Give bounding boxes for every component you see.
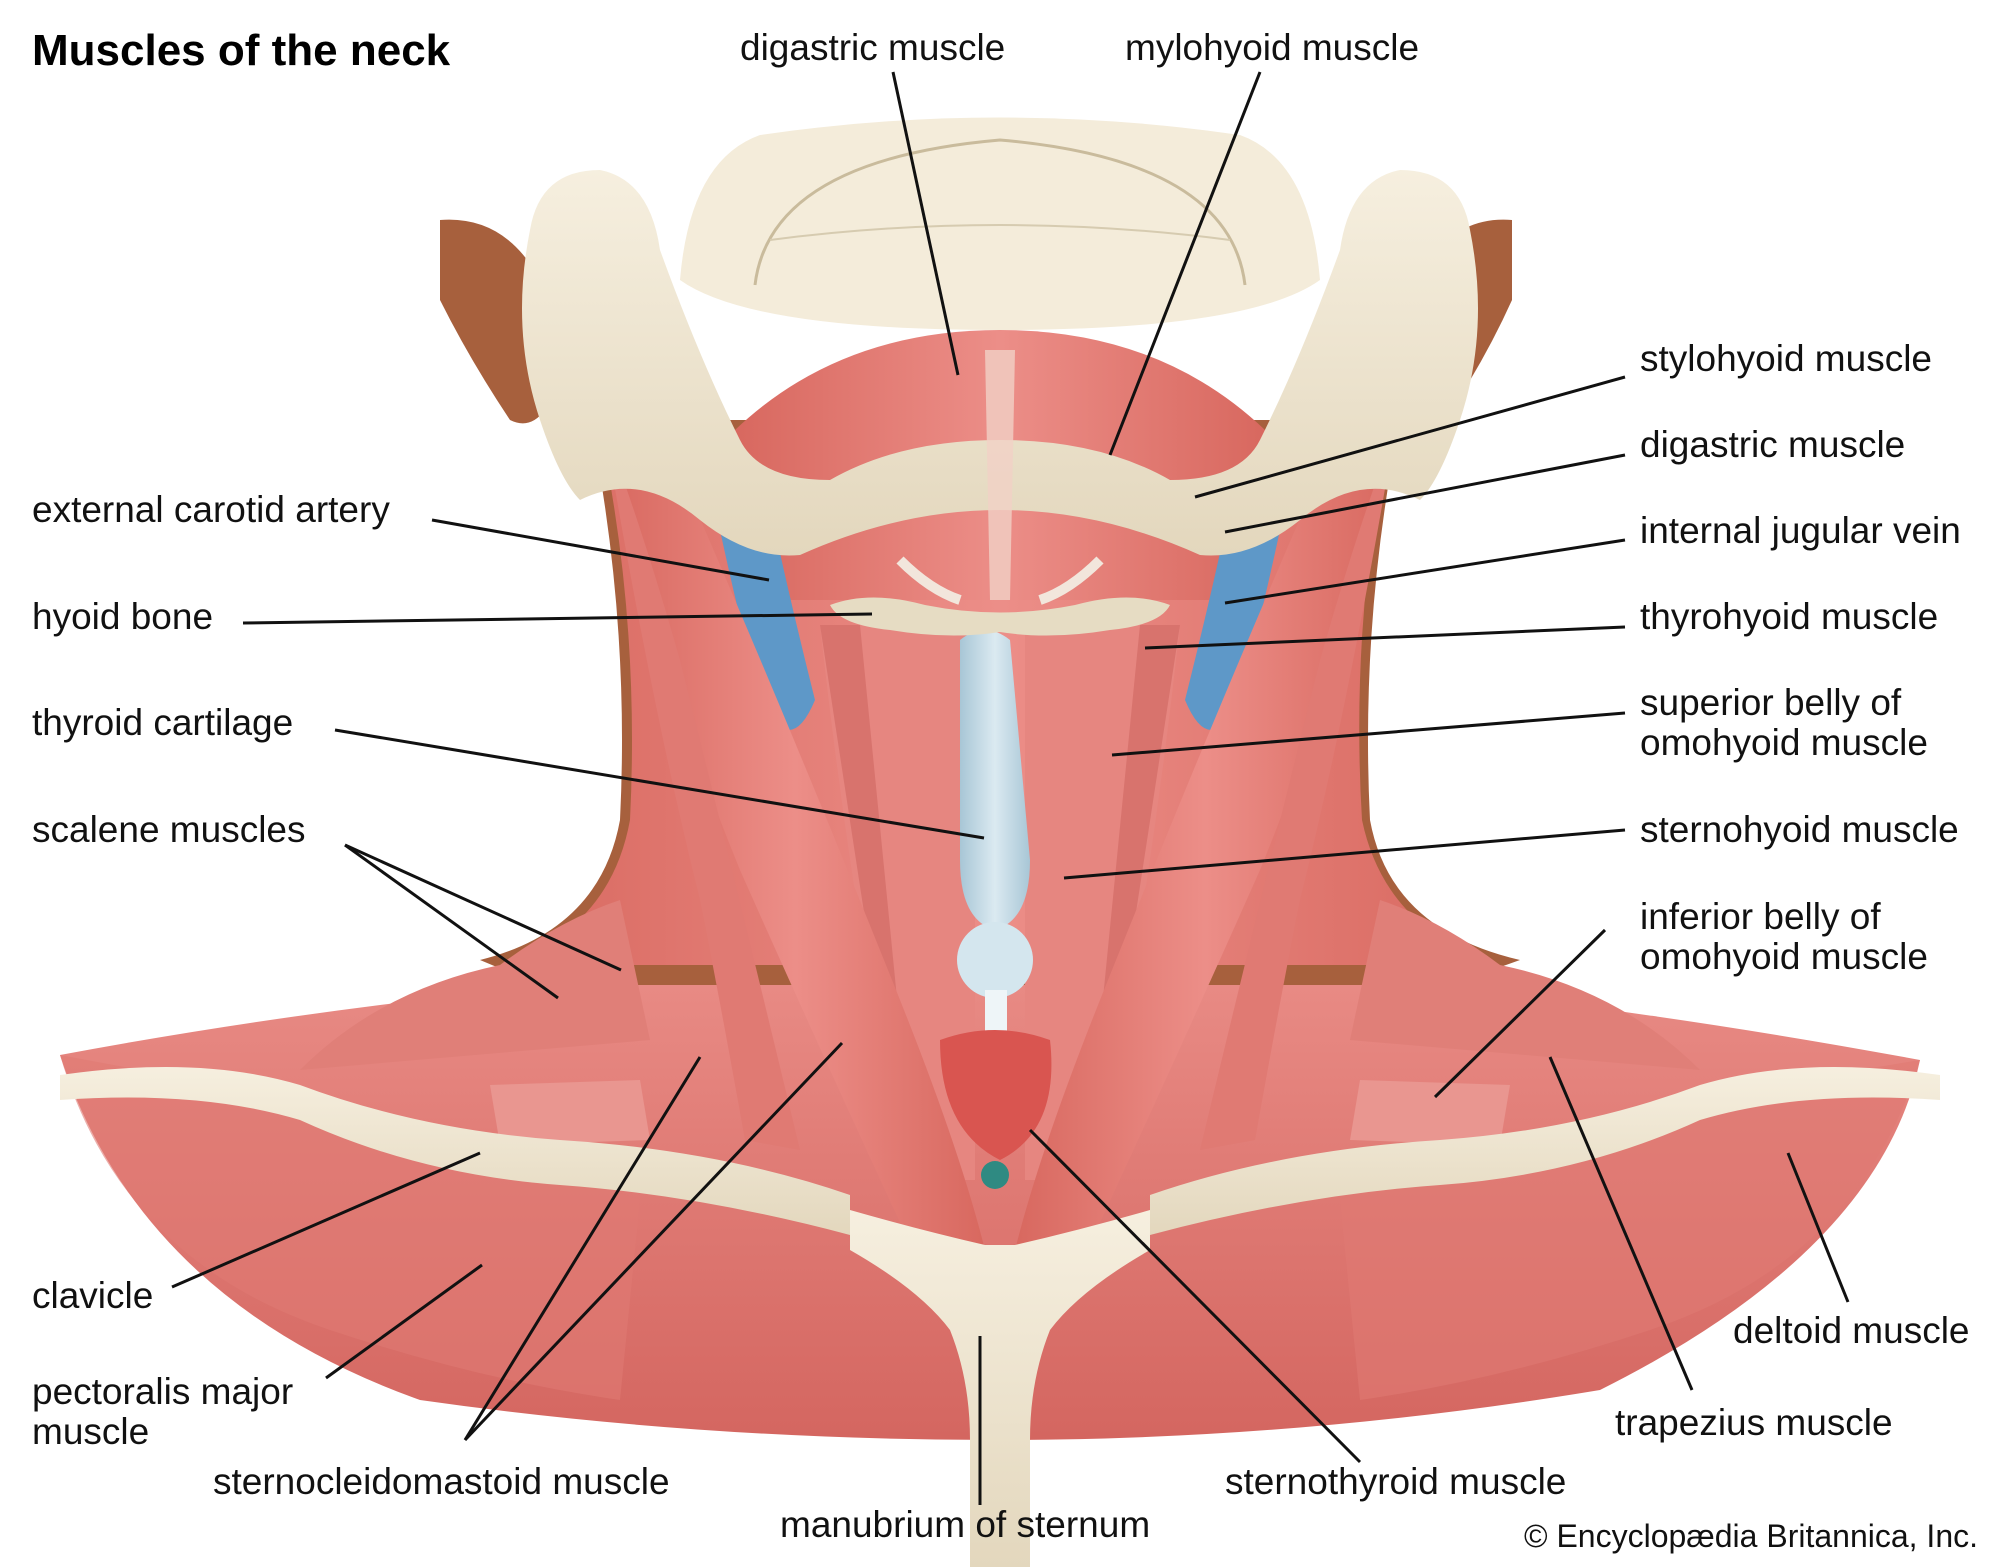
label-sternohyoid-muscle: sternohyoid muscle xyxy=(1640,809,1959,850)
label-deltoid-muscle: deltoid muscle xyxy=(1733,1310,1970,1351)
tendon-highlights xyxy=(896,350,1104,605)
label-inferior-belly-line2: omohyoid muscle xyxy=(1640,936,1928,977)
label-thyroid-cartilage: thyroid cartilage xyxy=(32,702,294,743)
leader-hyoid xyxy=(242,612,873,625)
label-superior-belly-line1: superior belly of xyxy=(1640,682,1902,723)
label-pectoralis-line1: pectoralis major xyxy=(32,1371,294,1412)
leader-external-carotid xyxy=(431,518,770,582)
label-trapezius-muscle: trapezius muscle xyxy=(1615,1402,1893,1443)
label-stylohyoid-muscle: stylohyoid muscle xyxy=(1640,338,1933,379)
leader-lines xyxy=(171,71,1850,1505)
label-mylohyoid-muscle: mylohyoid muscle xyxy=(1125,27,1420,68)
label-internal-jugular-vein: internal jugular vein xyxy=(1640,510,1961,551)
label-manubrium-of-sternum: manubrium of sternum xyxy=(780,1504,1151,1545)
leader-inferior-omohyoid xyxy=(1433,928,1607,1099)
internal-jugular-vein-left xyxy=(720,530,815,730)
trapezius-left xyxy=(300,900,650,1070)
label-sternothyroid-muscle: sternothyroid muscle xyxy=(1225,1461,1567,1502)
hyoid-bone xyxy=(830,597,1170,636)
leader-thyroid-cartilage xyxy=(334,728,985,840)
internal-jugular-vein-right xyxy=(1185,530,1280,730)
leader-digastric-top xyxy=(891,71,960,376)
thyroid-gland xyxy=(940,1030,1052,1189)
leader-stylohyoid xyxy=(1194,375,1626,499)
label-inferior-belly-line1: inferior belly of xyxy=(1640,896,1881,937)
label-digastric-muscle-right: digastric muscle xyxy=(1640,424,1906,465)
clavicle-right xyxy=(1150,1067,1940,1235)
leader-clavicle xyxy=(171,1151,481,1289)
label-sternocleidomastoid-muscle: sternocleidomastoid muscle xyxy=(213,1461,670,1502)
copyright-credit: © Encyclopædia Britannica, Inc. xyxy=(1523,1518,1978,1554)
label-superior-belly-line2: omohyoid muscle xyxy=(1640,722,1928,763)
leader-sternocleidomastoid-b xyxy=(463,1041,844,1442)
leader-deltoid xyxy=(1786,1152,1850,1303)
leader-sternocleidomastoid-a xyxy=(463,1056,702,1441)
leader-scalene-a xyxy=(344,843,559,1000)
trapezius-right xyxy=(1350,900,1700,1070)
thyroid-cartilage xyxy=(957,630,1033,1060)
label-scalene-muscles: scalene muscles xyxy=(32,809,306,850)
label-pectoralis-line2: muscle xyxy=(32,1411,150,1452)
label-digastric-muscle-top: digastric muscle xyxy=(740,27,1006,68)
page-title: Muscles of the neck xyxy=(32,26,451,75)
leader-internal-jugular xyxy=(1224,538,1626,605)
label-thyrohyoid-muscle: thyrohyoid muscle xyxy=(1640,596,1939,637)
label-external-carotid-artery: external carotid artery xyxy=(32,489,390,530)
leader-sternohyoid xyxy=(1063,828,1626,880)
clavicle-left xyxy=(60,1067,850,1235)
manubrium-of-sternum xyxy=(850,1210,1150,1567)
omohyoid-inferior-right xyxy=(1350,1080,1510,1145)
label-hyoid-bone: hyoid bone xyxy=(32,596,214,637)
leader-trapezius xyxy=(1548,1056,1694,1391)
leader-sternothyroid xyxy=(1028,1128,1362,1464)
leader-digastric-right xyxy=(1224,453,1626,534)
leader-superior-omohyoid xyxy=(1111,711,1626,757)
sternocleidomastoid-right xyxy=(1015,427,1395,1255)
label-clavicle: clavicle xyxy=(32,1275,154,1316)
omohyoid-inferior-left xyxy=(490,1080,650,1145)
leader-scalene-b xyxy=(344,843,622,972)
leader-thyrohyoid xyxy=(1144,625,1626,650)
leader-pectoralis xyxy=(325,1263,483,1380)
leader-mylohyoid xyxy=(1108,71,1262,456)
